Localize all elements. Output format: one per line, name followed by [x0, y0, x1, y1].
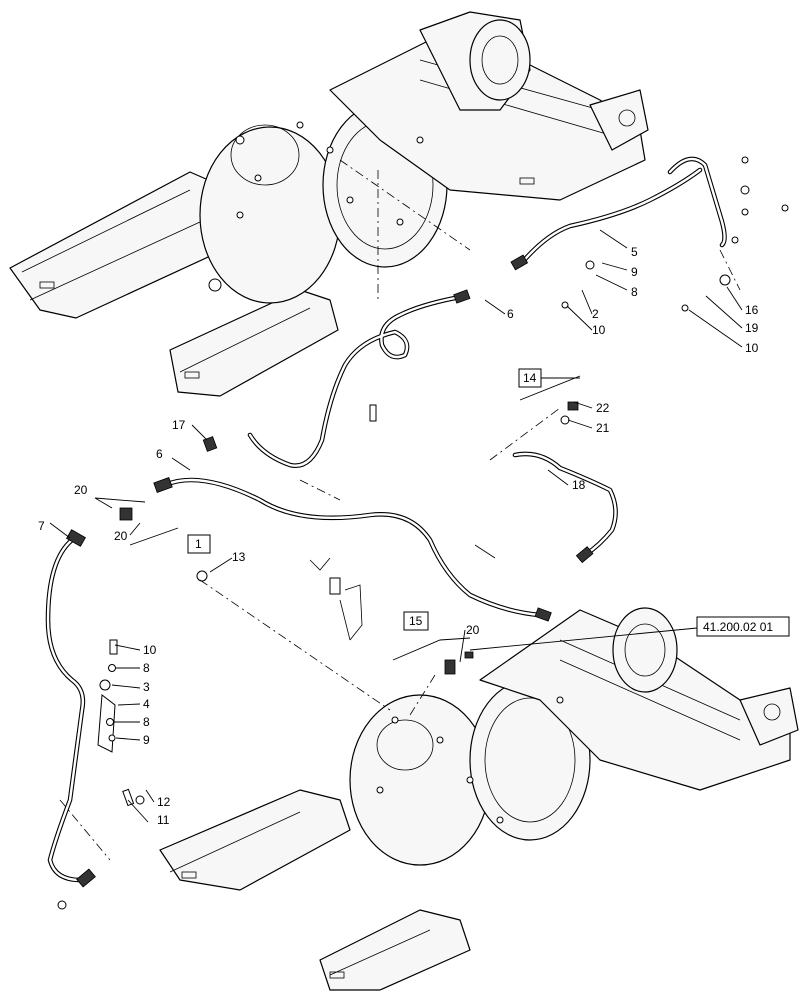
reference-label: 41.200.02 01	[703, 620, 773, 634]
callout-9-lower: 9	[143, 733, 150, 747]
callout-4: 4	[143, 697, 150, 711]
callout-18: 18	[572, 478, 586, 492]
hose-5	[510, 156, 727, 271]
callout-15: 15	[409, 614, 423, 628]
hose-6-upper	[247, 289, 471, 468]
hose-6-lower	[153, 477, 552, 622]
upper-axle-housing	[9, 11, 649, 397]
callout-20-lower: 20	[466, 623, 480, 637]
callout-5: 5	[631, 245, 638, 259]
callout-19: 19	[745, 321, 759, 335]
group-box-15	[403, 611, 429, 631]
callout-14: 14	[523, 371, 537, 385]
reference-box	[696, 616, 790, 637]
callout-20-mid: 20	[114, 529, 128, 543]
callout-22: 22	[596, 401, 610, 415]
callout-8-lower-b: 8	[143, 715, 150, 729]
callout-13: 13	[232, 550, 246, 564]
callout-10-upper: 10	[592, 323, 606, 337]
hose-18	[512, 451, 618, 564]
callout-20-upper: 20	[74, 483, 88, 497]
group-box-1	[187, 534, 211, 554]
lower-axle-housing	[159, 607, 799, 991]
callout-2: 2	[592, 307, 599, 321]
callout-16: 16	[745, 303, 759, 317]
callout-8-upper: 8	[631, 285, 638, 299]
callout-21: 21	[596, 421, 610, 435]
callout-12: 12	[157, 795, 171, 809]
callout-17: 17	[172, 418, 186, 432]
callout-9-upper: 9	[631, 265, 638, 279]
callout-1: 1	[195, 537, 202, 551]
callout-10-lower: 10	[143, 643, 157, 657]
callouts: 5 9 8 6 2 10 16 19 10 14 22 21 17 6 18 2…	[38, 245, 790, 827]
callout-6-upper: 6	[507, 307, 514, 321]
small-parts	[57, 156, 789, 910]
callout-11: 11	[157, 813, 170, 827]
callout-7: 7	[38, 519, 45, 533]
hose-7	[45, 529, 96, 888]
callout-8-lower-a: 8	[143, 661, 150, 675]
callout-10-right: 10	[745, 341, 759, 355]
callout-leaders	[49, 229, 743, 823]
callout-3: 3	[143, 680, 150, 694]
callout-6-lower: 6	[156, 447, 163, 461]
center-lines	[59, 159, 741, 861]
